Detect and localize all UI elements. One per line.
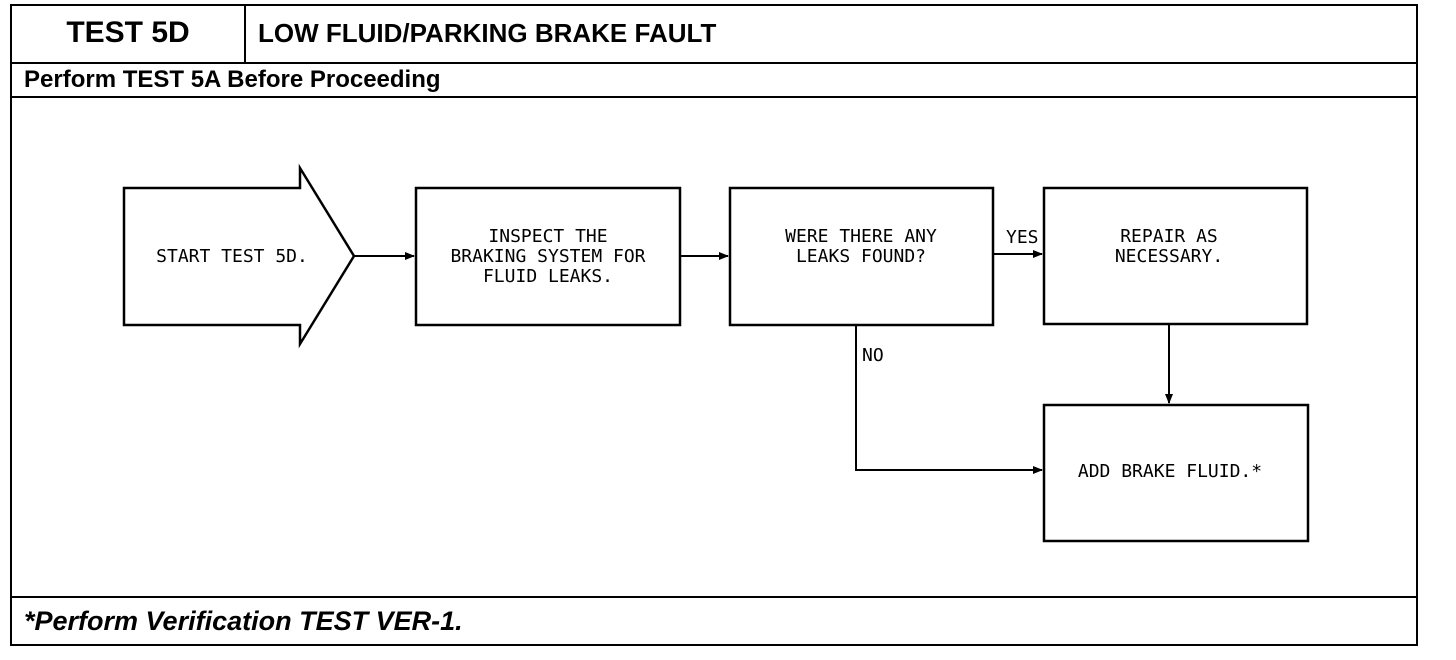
- add-fluid-text: ADD BRAKE FLUID.*: [1078, 461, 1262, 482]
- start-node: [122, 163, 356, 349]
- question-text-1: WERE THERE ANY: [785, 226, 937, 247]
- test-title: LOW FLUID/PARKING BRAKE FAULT: [258, 18, 717, 48]
- prerequisite-note: Perform TEST 5A Before Proceeding: [24, 66, 441, 93]
- arrow-no: [855, 325, 1043, 474]
- page-frame: [10, 4, 1418, 646]
- repair-text-1: REPAIR AS: [1120, 226, 1218, 247]
- footer-note: *Perform Verification TEST VER-1.: [24, 606, 463, 636]
- test-id: TEST 5D: [66, 16, 190, 49]
- inspect-text-2: BRAKING SYSTEM FOR: [450, 246, 645, 267]
- add-fluid-node: [1042, 403, 1310, 543]
- repair-node: [1042, 186, 1309, 326]
- subheader-divider: [10, 96, 1418, 98]
- no-label: NO: [862, 345, 884, 366]
- footer-divider: [10, 596, 1418, 598]
- question-node: [728, 186, 995, 327]
- header-divider: [10, 62, 1418, 64]
- repair-text-2: NECESSARY.: [1115, 246, 1223, 267]
- inspect-text-1: INSPECT THE: [488, 226, 607, 247]
- inspect-text-3: FLUID LEAKS.: [483, 266, 613, 287]
- yes-label: YES: [1006, 227, 1039, 248]
- question-text-2: LEAKS FOUND?: [796, 246, 926, 267]
- start-text: START TEST 5D.: [156, 246, 308, 267]
